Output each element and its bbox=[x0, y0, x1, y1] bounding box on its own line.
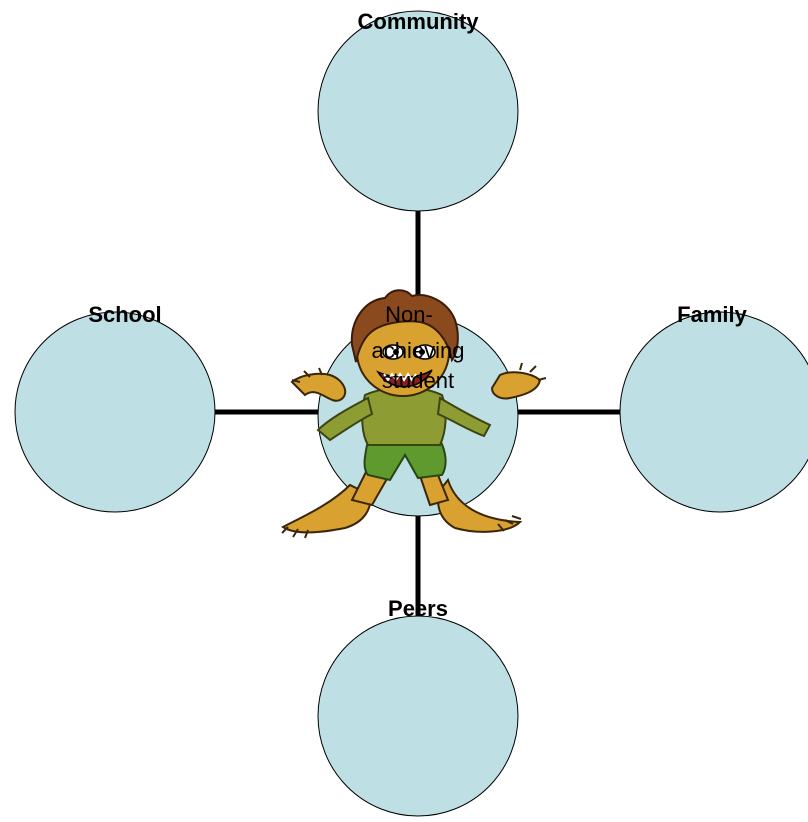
community-label: Community bbox=[358, 9, 480, 34]
werewolf-monster-icon bbox=[281, 289, 547, 539]
center-label-line-1: Non- bbox=[385, 302, 433, 327]
center-label-line-3: student bbox=[382, 368, 454, 393]
family-label: Family bbox=[677, 302, 747, 327]
school-circle bbox=[14, 311, 216, 513]
center-label-line-2: achieving bbox=[372, 338, 465, 363]
community-circle bbox=[317, 10, 519, 212]
peers-label: Peers bbox=[388, 596, 448, 621]
school-label: School bbox=[88, 302, 161, 327]
family-circle bbox=[619, 311, 808, 513]
peers-circle bbox=[317, 615, 519, 817]
